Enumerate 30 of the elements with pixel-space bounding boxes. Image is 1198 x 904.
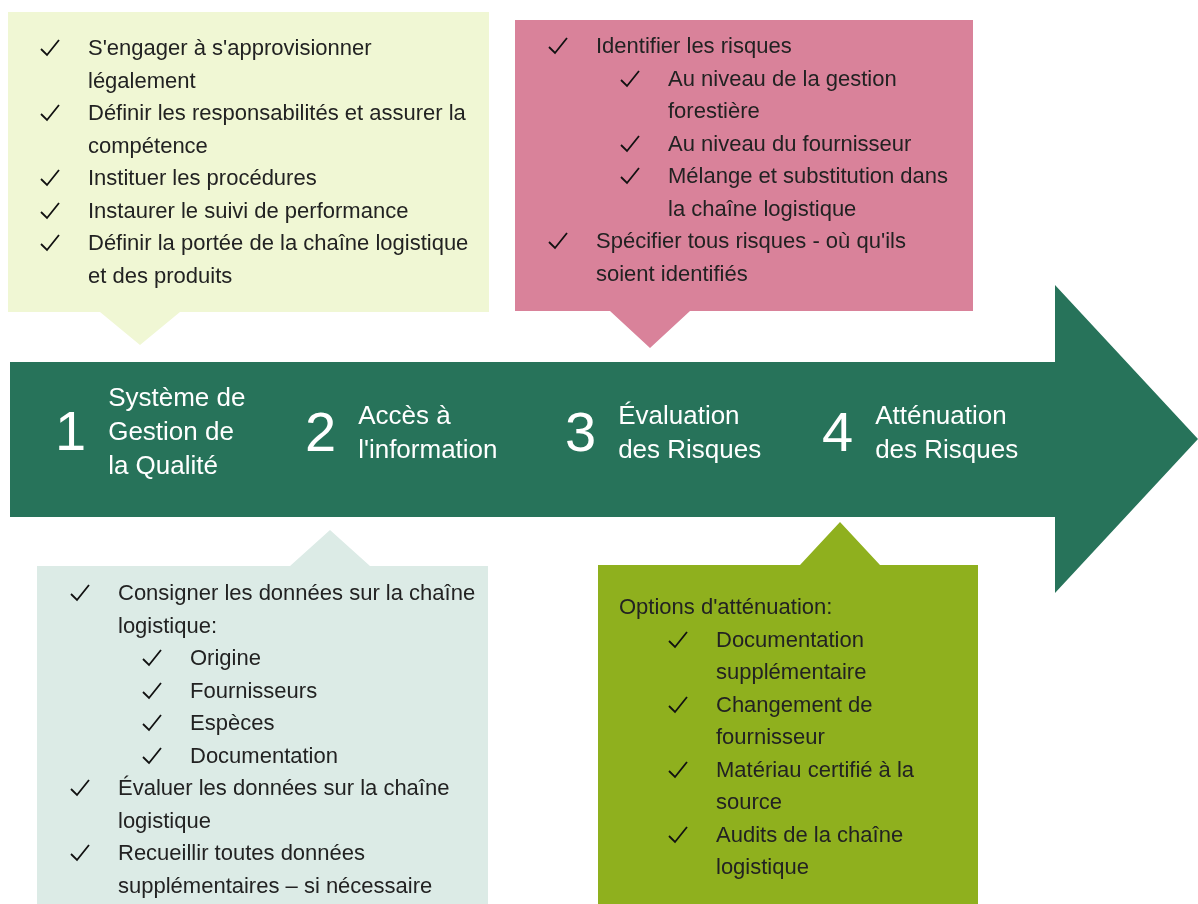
step-title: Système de Gestion de la Qualité [108, 381, 247, 482]
checklist-item: Documentation [190, 741, 339, 770]
checklist-item: Au niveau du fournisseur [668, 129, 913, 158]
checklist-item: Fournisseurs [190, 676, 319, 705]
checklist-item: Définir les responsabilités et assurer la compétence [88, 99, 467, 160]
checklist-item: Changement de fournisseur [716, 690, 874, 751]
step-title: Atténuation des Risques [875, 399, 1020, 466]
step-number: 4 [822, 402, 854, 462]
checklist-item: Spécifier tous risques - où qu'ils soient identifiés [596, 227, 907, 288]
checklist-item: Audits de la chaîne logistique [716, 820, 905, 881]
step-number: 1 [55, 401, 87, 461]
checklist-item: Instaurer le suivi de performance [88, 196, 410, 225]
checklist-item: Documentation supplémentaire [716, 625, 868, 686]
step-title: Accès à l'information [358, 399, 499, 466]
checklist-item: Instituer les procédures [88, 164, 318, 192]
checklist-item: Origine [190, 644, 262, 672]
checklist-item: Au niveau de la gestion forestière [668, 64, 898, 125]
checklist-item: Mélange et substitution dans la chaîne logistique [668, 162, 950, 223]
step-number: 3 [565, 402, 597, 462]
checklist-item: S'engager à s'approvisionner légalement [88, 34, 373, 95]
step-title: Évaluation des Risques [618, 399, 763, 466]
list-heading: Options d'atténuation: [619, 593, 834, 621]
step-number: 2 [305, 402, 337, 462]
checklist-item: Évaluer les données sur la chaîne logistique [118, 774, 451, 835]
checklist-item: Espèces [190, 709, 276, 737]
checklist-item: Identifier les risques [596, 32, 793, 60]
checklist-item: Recueillir toutes données supplémentaires – si nécessaire [118, 839, 434, 900]
checklist-item: Consigner les données sur la chaîne logistique: [118, 579, 477, 640]
checklist-item: Matériau certifié à la source [716, 755, 916, 816]
checklist-item: Définir la portée de la chaîne logistique et des produits [88, 229, 470, 290]
